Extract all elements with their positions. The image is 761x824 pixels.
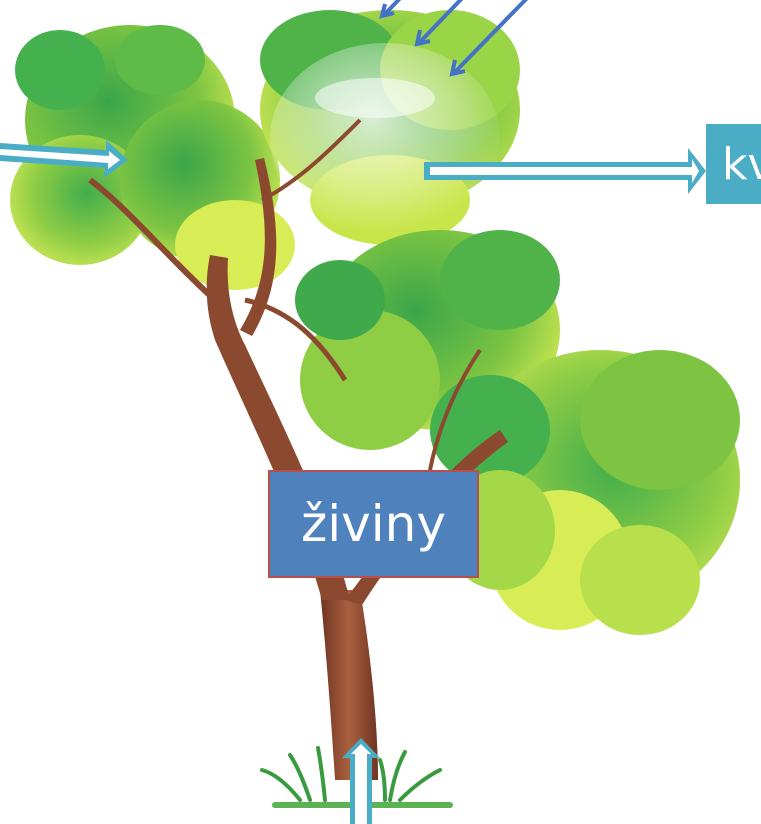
- nutrients-label: živiny: [268, 470, 479, 578]
- right-label-box: kv: [706, 124, 761, 204]
- light-glow: [270, 43, 500, 233]
